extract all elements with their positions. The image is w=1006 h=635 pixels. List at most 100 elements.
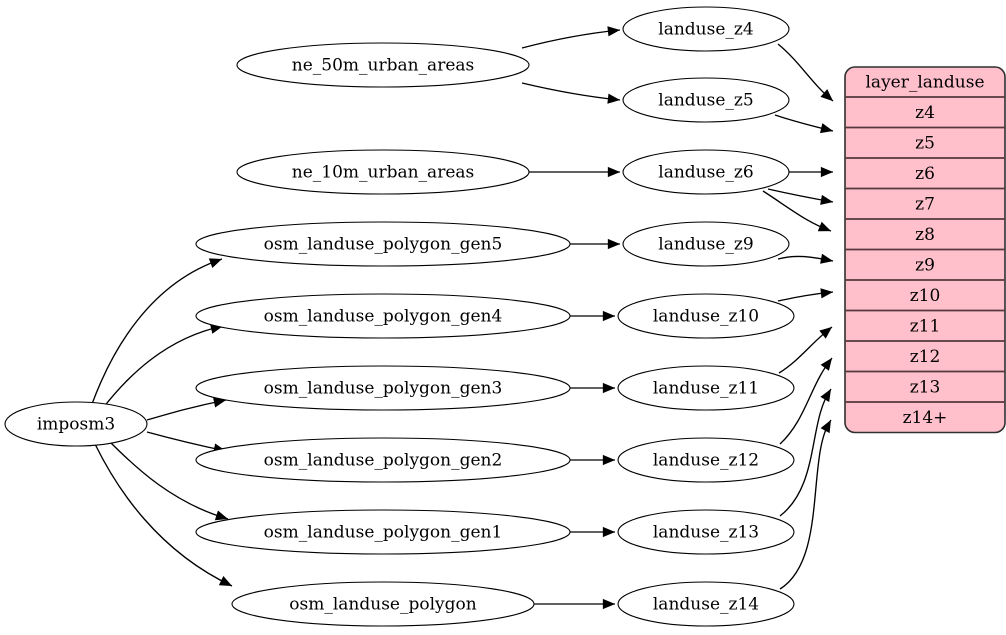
arrowhead-icon [820,388,831,403]
node-shape [231,581,535,627]
edge-landuse_z13-to-z13 [779,388,832,517]
table-node-osm_landuse_polygon_gen3[interactable]: osm_landuse_polygon_gen3 [195,365,571,411]
source-node-imposm3[interactable]: imposm3 [4,401,148,447]
table-cell-label-z9: z9 [915,255,935,275]
node-shape [622,149,790,195]
node-label: osm_landuse_polygon_gen2 [264,451,503,471]
view-node-landuse_z13[interactable]: landuse_z13 [617,509,795,555]
node-label: ne_50m_urban_areas [292,56,474,76]
edge-imposm3-to-osm_landuse_polygon_gen3 [146,397,227,421]
node-label: landuse_z9 [658,235,753,255]
arrowhead-icon [607,166,621,178]
table-node-osm_landuse_polygon_gen2[interactable]: osm_landuse_polygon_gen2 [195,437,571,483]
arrowhead-icon [819,326,833,339]
edge-landuse_z4-to-z4 [777,43,834,102]
arrowhead-icon [602,382,616,394]
arrowhead-icon [817,221,832,232]
edge-osm_landuse_polygon_gen4-to-landuse_z10 [570,310,616,322]
arrowhead-icon [214,510,229,521]
arrowhead-icon [218,576,233,587]
view-node-landuse_z6[interactable]: landuse_z6 [622,149,790,195]
arrowhead-icon [820,288,834,299]
edge-landuse_z6-to-z7 [767,188,834,205]
view-node-landuse_z11[interactable]: landuse_z11 [617,365,795,411]
table-node-osm_landuse_polygon_gen5[interactable]: osm_landuse_polygon_gen5 [195,221,571,267]
node-shape [622,221,790,267]
arrowhead-icon [820,166,834,178]
node-label: landuse_z6 [658,163,753,183]
arrowhead-icon [820,253,834,264]
table-cell-label-z7: z7 [915,194,935,214]
view-node-landuse_z14[interactable]: landuse_z14 [617,581,795,627]
edge-landuse_z11-to-z11 [778,326,833,374]
node-label: landuse_z14 [653,595,759,615]
node-label: landuse_z12 [653,451,759,471]
table-node-ne_10m_urban_areas[interactable]: ne_10m_urban_areas [236,149,530,195]
node-shape [622,6,790,52]
view-node-landuse_z5[interactable]: landuse_z5 [622,77,790,123]
table-node-osm_landuse_polygon_gen1[interactable]: osm_landuse_polygon_gen1 [195,509,571,555]
arrowhead-icon [602,526,616,538]
edge-landuse_z10-to-z10 [777,288,834,302]
table-cell-label-z10: z10 [910,286,941,306]
table-node-osm_landuse_polygon[interactable]: osm_landuse_polygon [231,581,535,627]
table-cell-label-z4: z4 [915,103,935,123]
table-header-label: layer_landuse [866,73,985,93]
view-node-landuse_z4[interactable]: landuse_z4 [622,6,790,52]
table-cell-label-z5: z5 [915,133,935,153]
node-shape [195,509,571,555]
view-node-landuse_z12[interactable]: landuse_z12 [617,437,795,483]
arrowhead-icon [602,598,616,610]
arrowhead-icon [820,194,834,205]
node-label: landuse_z5 [658,91,753,111]
edge-imposm3-to-osm_landuse_polygon_gen5 [91,258,223,405]
arrowhead-icon [607,238,621,250]
node-label: landuse_z13 [653,523,759,543]
edge-ne_50m_urban_areas-to-landuse_z4 [521,26,621,49]
view-node-landuse_z9[interactable]: landuse_z9 [622,221,790,267]
node-label: landuse_z4 [658,20,753,40]
edge-osm_landuse_polygon_gen3-to-landuse_z11 [570,382,616,394]
arrowhead-icon [607,26,621,37]
node-shape [195,221,571,267]
table-cell-label-z12: z12 [910,347,941,367]
node-label: landuse_z11 [653,379,759,399]
node-label: osm_landuse_polygon_gen1 [264,523,503,543]
table-node-ne_50m_urban_areas[interactable]: ne_50m_urban_areas [236,42,530,88]
edge-landuse_z6-to-z6 [789,166,834,178]
node-label: landuse_z10 [653,307,759,327]
arrowhead-icon [208,258,223,268]
edge-landuse_z5-to-z5 [774,114,834,134]
edge-osm_landuse_polygon_gen2-to-landuse_z12 [570,454,616,466]
edge-landuse_z14-to-z14+ [779,419,832,590]
table-cell-label-z11: z11 [910,316,941,336]
view-node-landuse_z10[interactable]: landuse_z10 [617,293,795,339]
node-shape [4,401,148,447]
node-shape [617,437,795,483]
node-shape [617,581,795,627]
arrowhead-icon [820,419,831,434]
node-label: osm_landuse_polygon_gen5 [264,235,503,255]
node-label: imposm3 [37,415,115,435]
layer-landuse-table[interactable]: layer_landusez4z5z6z7z8z9z10z11z12z13z14… [844,66,1006,434]
arrowhead-icon [602,310,616,322]
arrowhead-icon [820,357,833,371]
table-node-osm_landuse_polygon_gen4[interactable]: osm_landuse_polygon_gen4 [195,293,571,339]
edge-osm_landuse_polygon_gen1-to-landuse_z13 [570,526,616,538]
node-shape [617,293,795,339]
arrowhead-icon [607,93,621,104]
arrowhead-icon [819,123,834,134]
node-shape [617,365,795,411]
node-label: osm_landuse_polygon_gen3 [264,379,503,399]
arrowhead-icon [602,454,616,466]
node-label: osm_landuse_polygon_gen4 [264,307,503,327]
edge-ne_10m_urban_areas-to-landuse_z6 [529,166,621,178]
edge-imposm3-to-osm_landuse_polygon_gen1 [109,441,229,521]
node-shape [236,149,530,195]
table-cell-label-z6: z6 [915,164,935,184]
node-label: osm_landuse_polygon [289,595,476,615]
edge-osm_landuse_polygon-to-landuse_z14 [534,598,616,610]
edge-ne_50m_urban_areas-to-landuse_z5 [521,82,621,104]
